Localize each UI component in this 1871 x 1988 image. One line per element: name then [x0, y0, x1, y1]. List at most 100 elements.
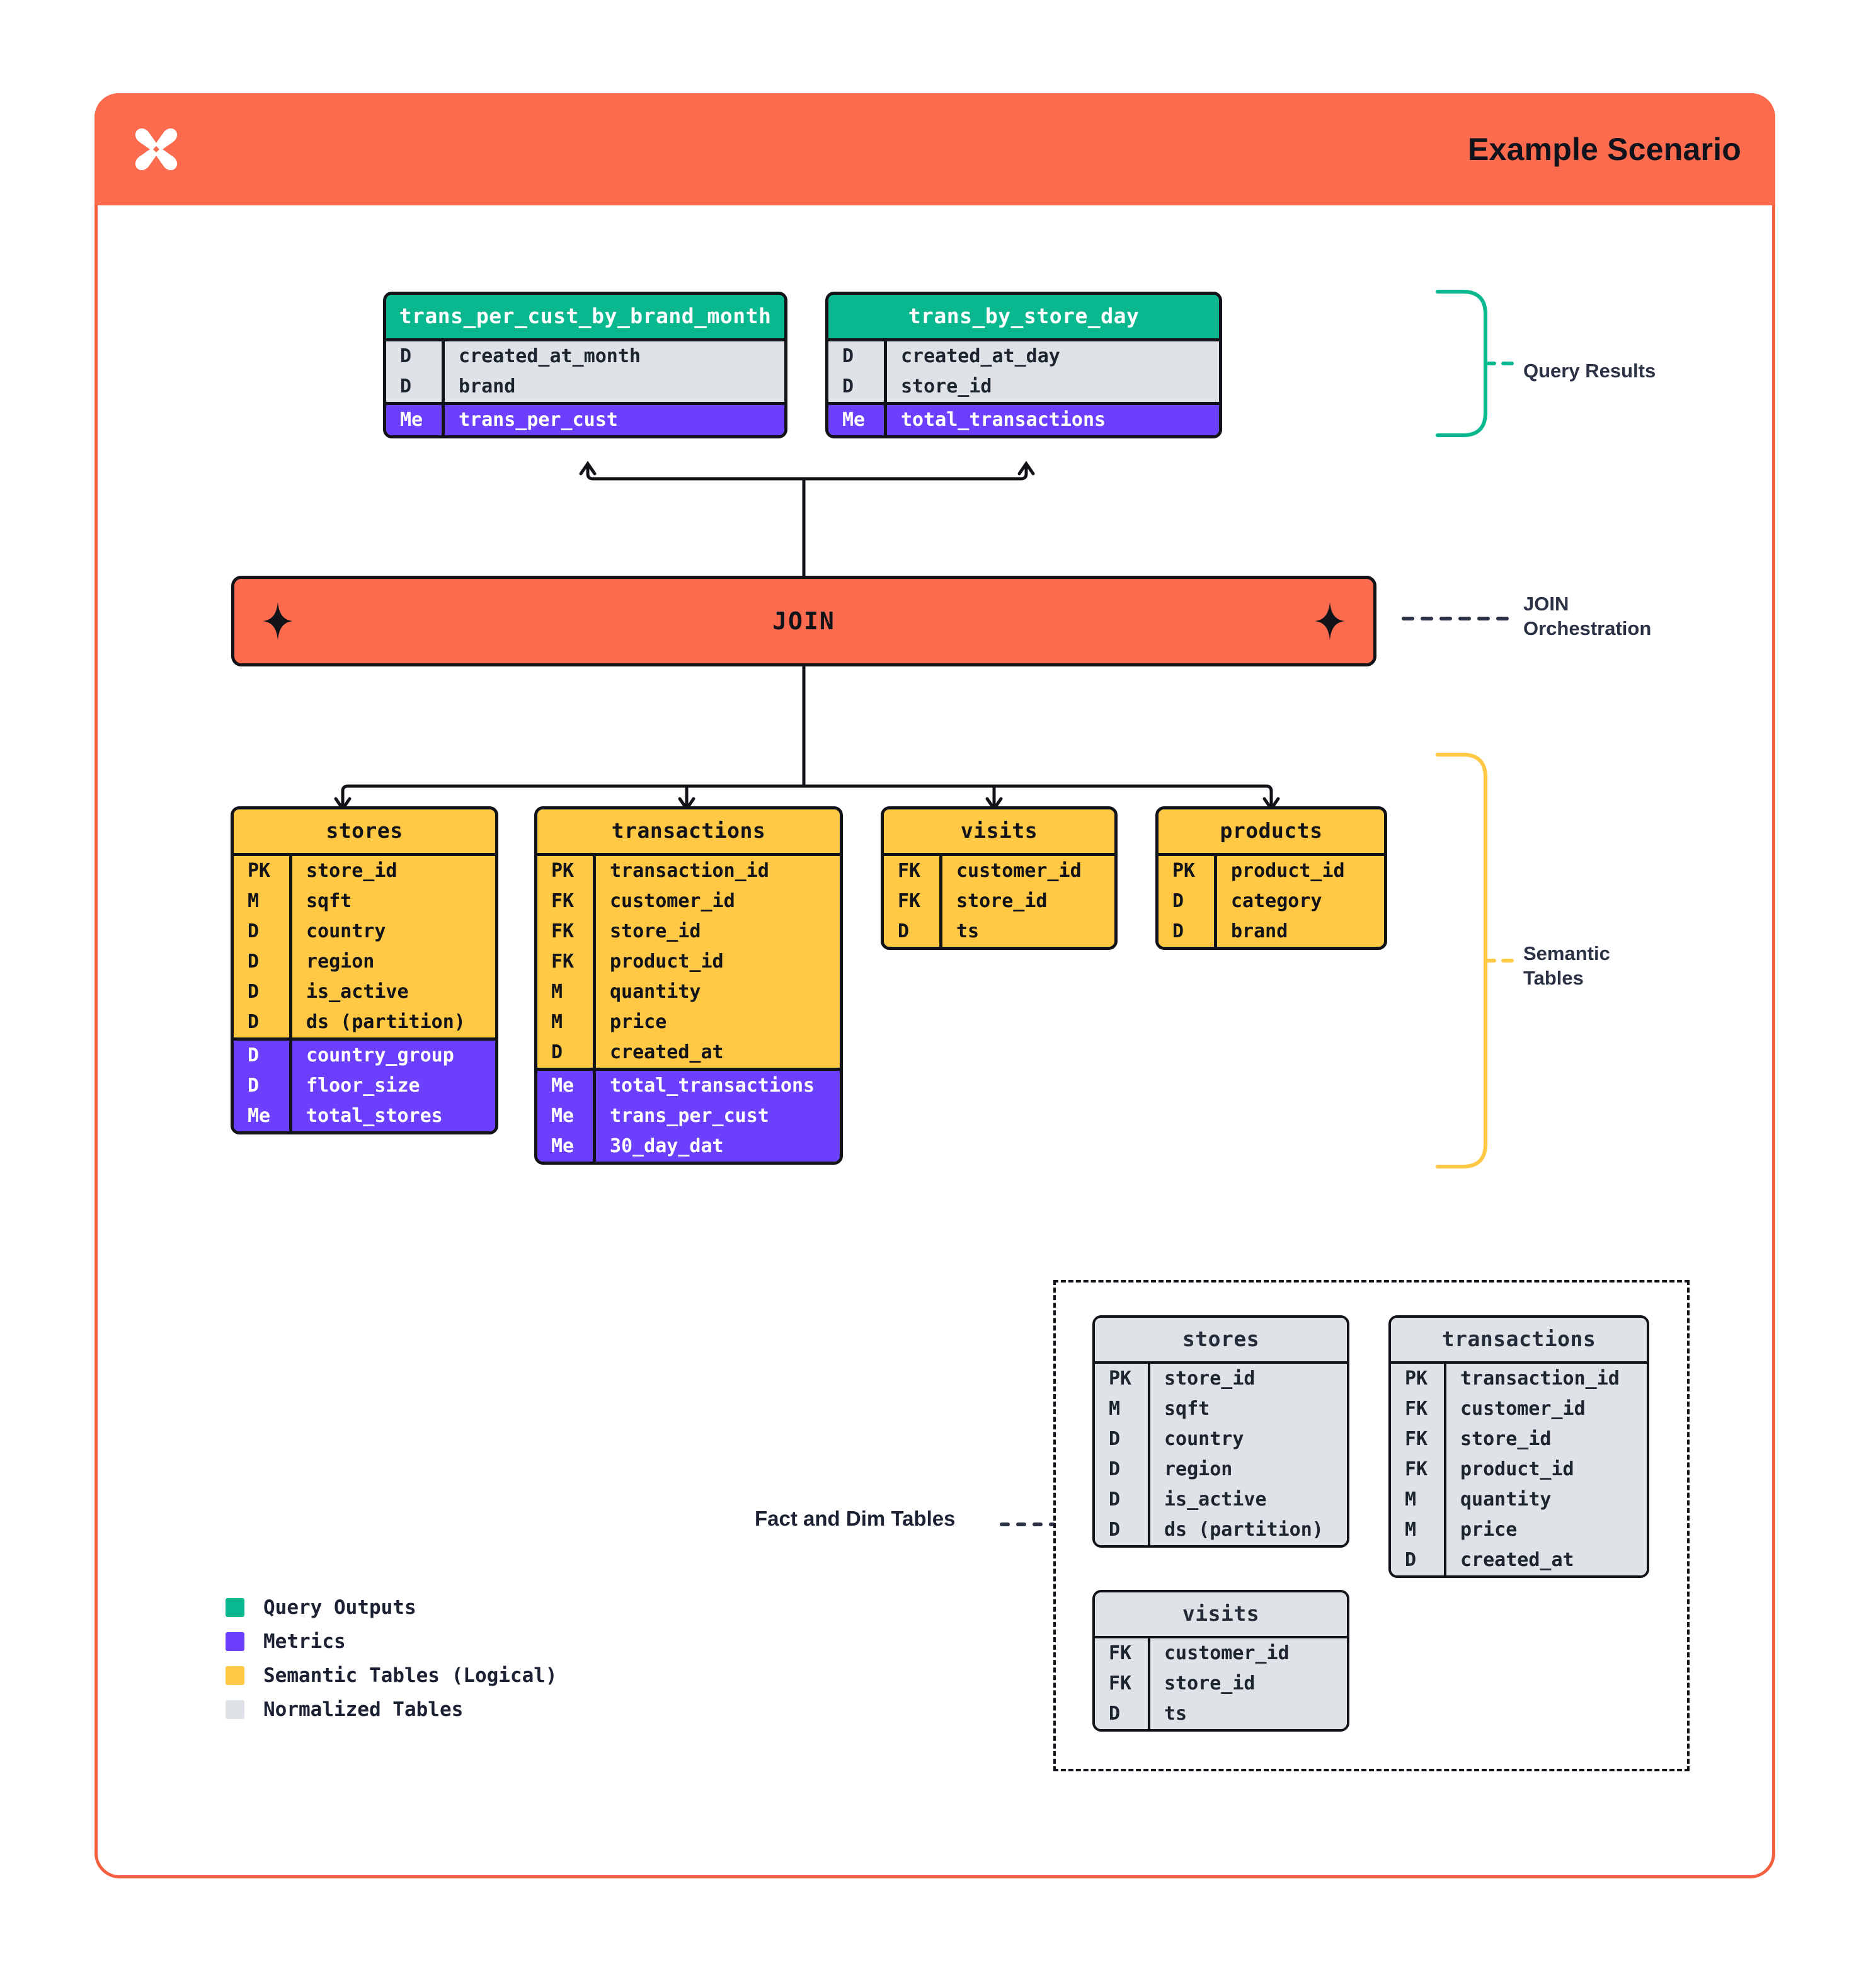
row-field: region — [1148, 1454, 1347, 1485]
card-header: Example Scenario — [94, 93, 1775, 205]
row-key: Me — [551, 1075, 575, 1097]
query-result-table[interactable]: trans_per_cust_by_brand_month D created_… — [383, 292, 787, 438]
table-row[interactable]: Me total_transactions — [828, 405, 1219, 435]
annotation-semantic-line2: Tables — [1523, 966, 1584, 989]
table-row[interactable]: D store_id — [828, 372, 1219, 402]
row-field: customer_id — [939, 856, 1114, 886]
annotation-fact-and-dim-tables: Fact and Dim Tables — [755, 1507, 956, 1530]
table-row[interactable]: Me trans_per_cust — [386, 405, 784, 435]
table-row[interactable]: D created_at_month — [386, 341, 784, 372]
legend-label: Query Outputs — [263, 1596, 416, 1619]
annotation-join-orchestration: JOIN Orchestration — [1523, 592, 1651, 641]
row-key: PK — [551, 860, 575, 882]
row-field: price — [1444, 1515, 1647, 1545]
table-title: trans_per_cust_by_brand_month — [386, 295, 784, 341]
row-key: M — [248, 890, 260, 912]
row-field: quantity — [593, 977, 840, 1007]
x-mark-logo-icon — [135, 128, 178, 171]
row-key: PK — [248, 860, 271, 882]
row-key: Me — [551, 1105, 575, 1127]
row-field: created_at — [1444, 1545, 1647, 1575]
row-key: D — [842, 345, 854, 367]
table-title: stores — [234, 809, 495, 856]
row-field: ds (partition) — [1148, 1515, 1347, 1545]
table-row[interactable]: D created_at_day — [828, 341, 1219, 372]
row-key: M — [551, 981, 563, 1003]
table-title: visits — [884, 809, 1114, 856]
row-field: sqft — [289, 886, 495, 917]
query-result-table[interactable]: trans_by_store_day D created_at_day D st… — [825, 292, 1222, 438]
annotation-join-line1: JOIN — [1523, 593, 1569, 615]
row-key: D — [1109, 1703, 1121, 1725]
row-field: ts — [1148, 1699, 1347, 1729]
legend-swatch-metrics — [226, 1632, 244, 1651]
row-field: trans_per_cust — [442, 405, 784, 435]
row-field: store_id — [1148, 1669, 1347, 1699]
row-key: M — [1405, 1519, 1417, 1541]
table-row[interactable]: D brand — [386, 372, 784, 402]
table-row[interactable]: PK store_id — [1095, 1364, 1347, 1394]
row-key: D — [1109, 1519, 1121, 1541]
sparkle-diamond-icon — [263, 602, 293, 640]
legend-label: Semantic Tables (Logical) — [263, 1664, 558, 1687]
page-title: Example Scenario — [1468, 132, 1741, 167]
row-key: D — [248, 1044, 260, 1066]
row-field: store_id — [1148, 1364, 1347, 1394]
row-key: D — [898, 920, 910, 942]
join-orchestration-bar[interactable]: JOIN — [231, 576, 1376, 666]
row-field: customer_id — [593, 886, 840, 917]
row-field: store_id — [939, 886, 1114, 917]
row-key: D — [400, 345, 412, 367]
row-key: D — [551, 1041, 563, 1063]
row-key: PK — [1109, 1368, 1132, 1390]
row-key: D — [248, 1075, 260, 1097]
